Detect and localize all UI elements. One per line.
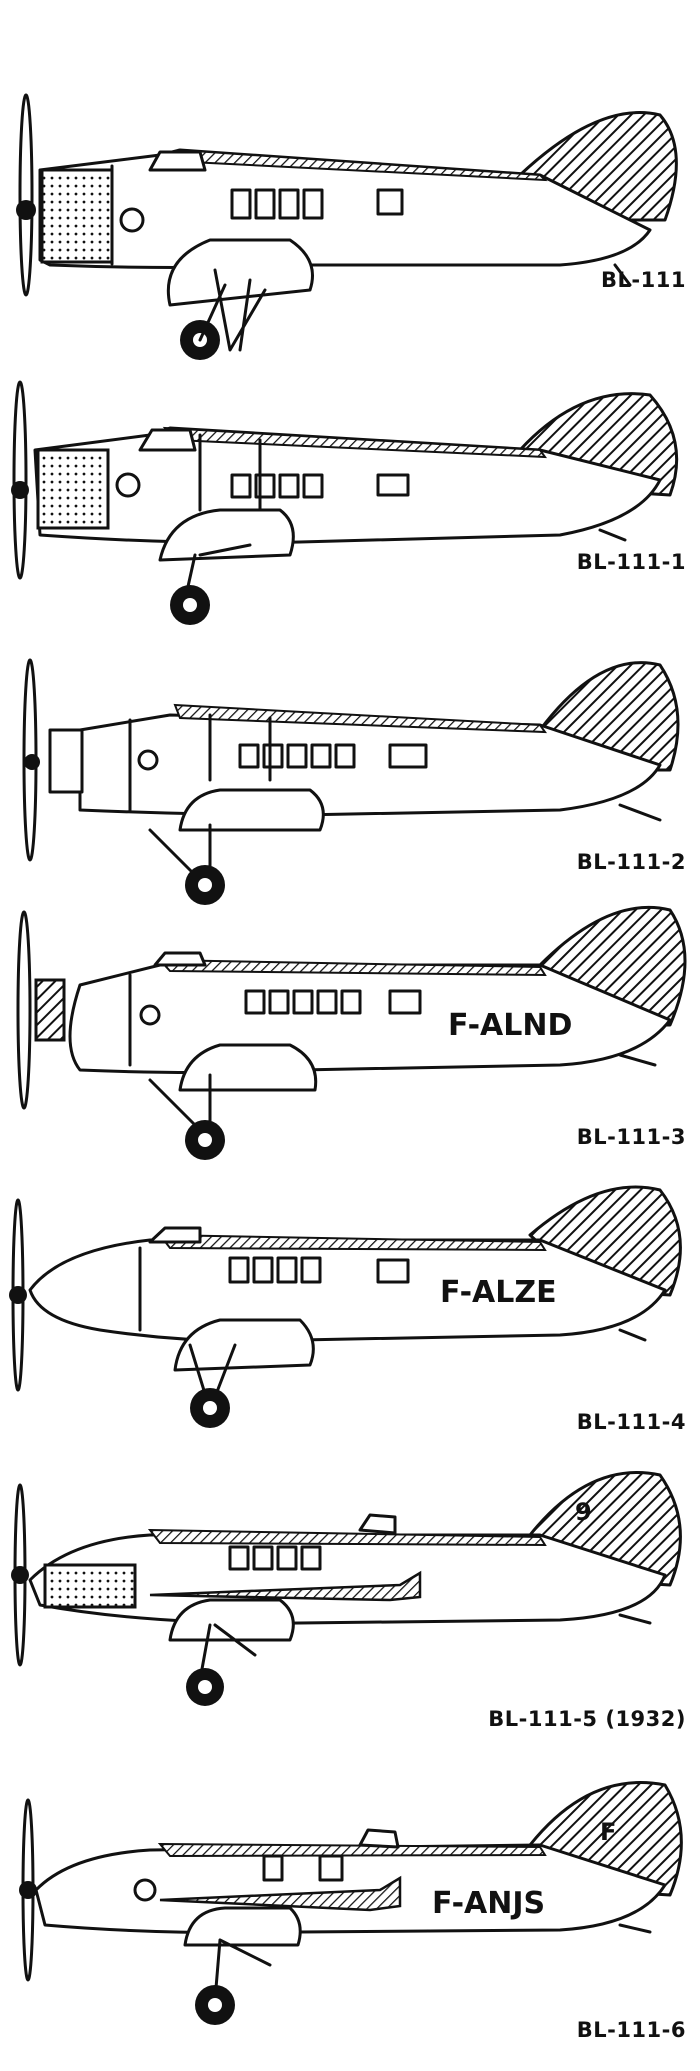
registration-mark: F-ALND [448, 1008, 572, 1043]
variant-label: BL-111-6 [576, 2018, 686, 2042]
variant-label: BL-111-3 [576, 1125, 686, 1149]
tail-mark: F [600, 1818, 616, 1846]
aircraft-drawing-bl-111-5: 9 [11, 1471, 682, 1706]
variant-label: BL-111 [601, 268, 686, 292]
tail-mark: 9 [575, 1498, 592, 1526]
registration-mark: F-ALZE [440, 1275, 557, 1310]
aircraft-drawing-bl-111 [16, 93, 678, 360]
aircraft-drawing-bl-111-1 [11, 380, 679, 625]
aircraft-drawing-bl-111-4: F-ALZE [9, 1185, 682, 1428]
variant-label: BL-111-2 [576, 850, 686, 874]
aircraft-drawing-bl-111-2 [22, 658, 680, 905]
variant-label: BL-111-1 [576, 550, 686, 574]
variant-label: BL-111-4 [576, 1410, 686, 1434]
variant-label: BL-111-5 (1932) [488, 1707, 686, 1731]
aircraft-drawing-bl-111-3: F-ALND [16, 905, 687, 1160]
registration-mark: F-ANJS [432, 1886, 545, 1921]
aircraft-drawing-bl-111-6: F F-ANJS [19, 1781, 683, 2025]
